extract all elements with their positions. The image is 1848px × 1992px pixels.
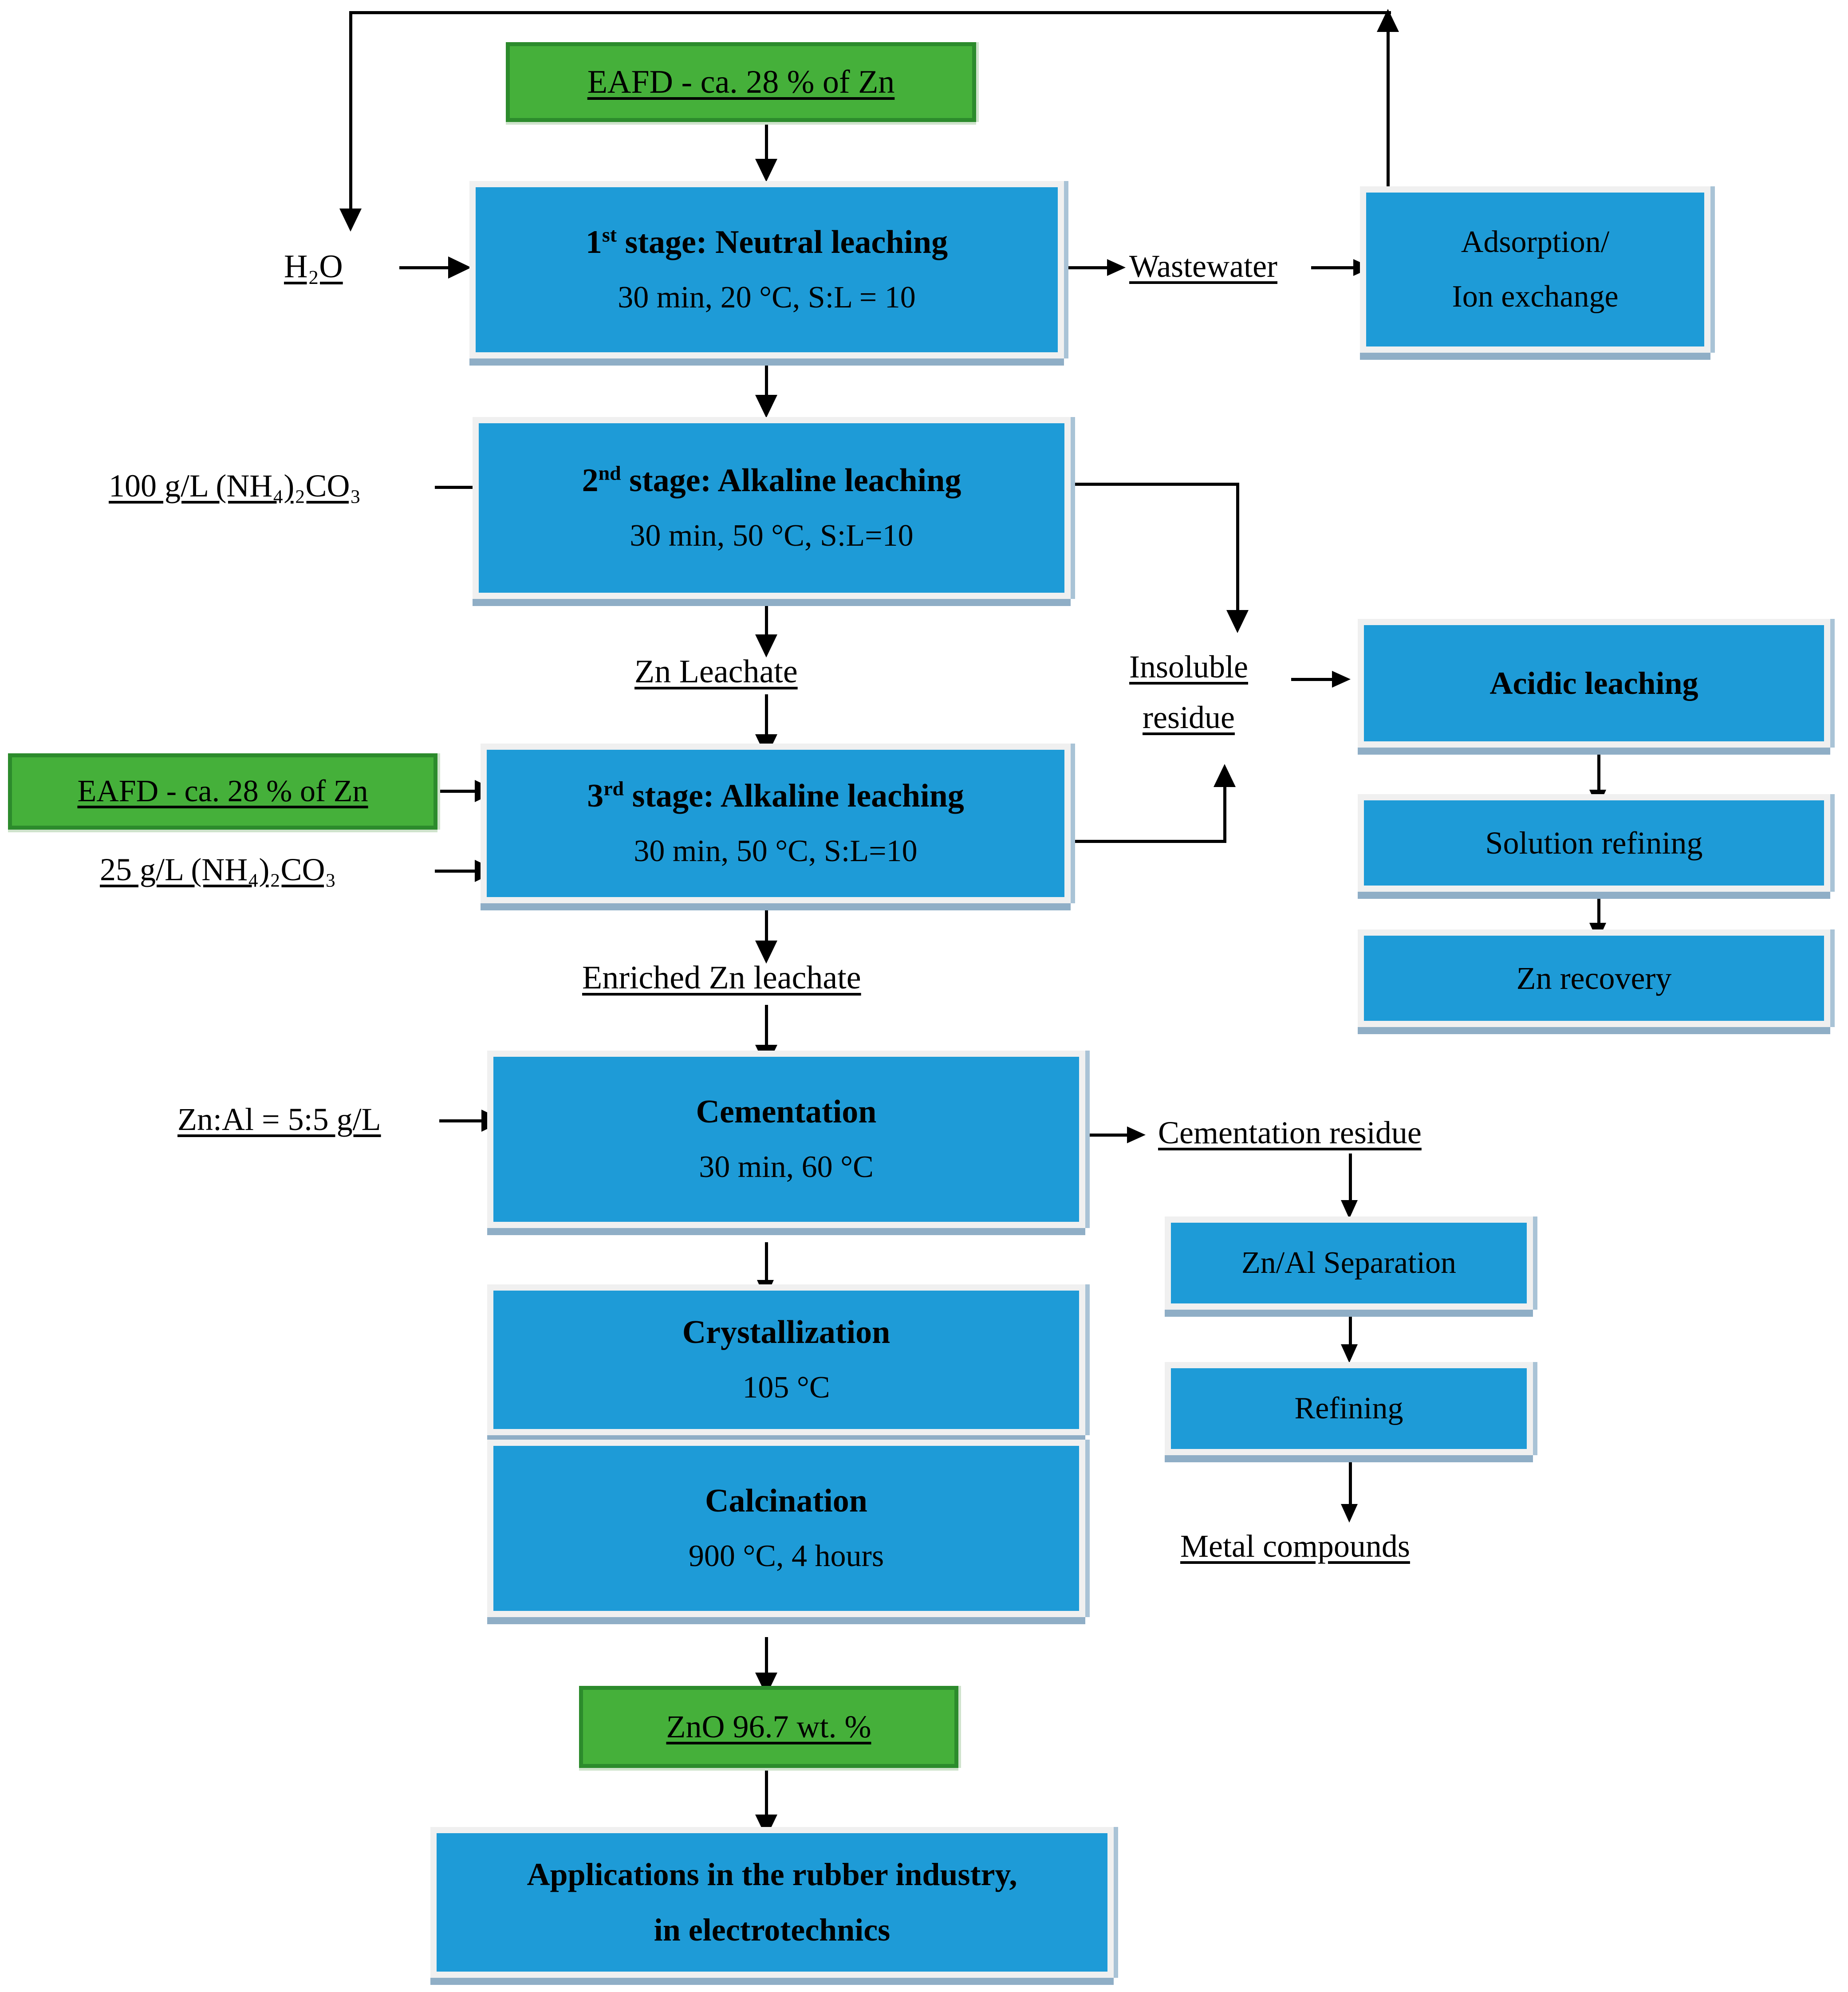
connector-stage2-to-znleachate <box>765 597 768 641</box>
arrowhead-znalsep-to-refining <box>1341 1344 1358 1363</box>
arrowhead-stage1-to-wastewater <box>1107 259 1126 276</box>
label-wastewater: Wastewater <box>1129 248 1278 284</box>
stage3-conditions: 30 min, 50 °C, S:L=10 <box>634 834 918 869</box>
label-zn-al-ratio: Zn:Al = 5:5 g/L <box>177 1102 381 1137</box>
connector-znal-to-cementation <box>439 1119 488 1122</box>
connector-cementation-to-residue <box>1085 1134 1134 1137</box>
connector-stage1-to-stage2 <box>765 357 768 399</box>
label-h2o: H₂O <box>284 248 343 285</box>
arrowhead-insoluble-to-acidic <box>1332 671 1351 688</box>
node-stage3[interactable]: 3rd stage: Alkaline leaching 30 min, 50 … <box>481 744 1071 903</box>
stage3-title: 3rd stage: Alkaline leaching <box>587 777 964 815</box>
cementation-title: Cementation <box>696 1094 877 1130</box>
node-stage2[interactable]: 2nd stage: Alkaline leaching 30 min, 50 … <box>473 417 1071 599</box>
node-calcination[interactable]: Calcination 900 °C, 4 hours <box>487 1440 1085 1617</box>
connector-recycle-vertical-right <box>1387 13 1390 186</box>
zn-recovery-label: Zn recovery <box>1516 960 1672 996</box>
arrowhead-stage2-to-znleachate <box>755 634 777 657</box>
calcination-conditions: 900 °C, 4 hours <box>688 1539 884 1574</box>
connector-acidic-to-refining <box>1597 754 1600 794</box>
connector-zno-to-applications <box>765 1770 768 1819</box>
crystallization-conditions: 105 °C <box>742 1370 830 1405</box>
connector-ac25-to-stage3 <box>435 870 481 873</box>
connector-stage2-to-insoluble-h <box>1071 483 1239 486</box>
arrowhead-stage2-to-insoluble <box>1226 610 1249 633</box>
connector-eafdmid-to-stage3 <box>435 790 481 793</box>
connector-refining-to-metalcompounds <box>1349 1455 1352 1508</box>
label-enriched-zn-leachate: Enriched Zn leachate <box>582 960 861 996</box>
node-zn-al-separation[interactable]: Zn/Al Separation <box>1165 1216 1533 1310</box>
arrowhead-cementation-to-residue <box>1127 1126 1146 1143</box>
arrowhead-stage3-to-insoluble <box>1214 764 1236 787</box>
acidic-leaching-label: Acidic leaching <box>1489 665 1698 701</box>
node-acidic-leaching[interactable]: Acidic leaching <box>1358 619 1830 748</box>
arrowhead-stage1-to-stage2 <box>755 395 777 418</box>
connector-recycle-horizontal-top <box>351 11 1391 14</box>
connector-residue-to-znalsep <box>1349 1153 1352 1205</box>
zno-product-label: ZnO 96.7 wt. % <box>666 1709 871 1744</box>
label-insoluble-residue: Insoluble residue <box>1129 649 1248 735</box>
stage2-conditions: 30 min, 50 °C, S:L=10 <box>630 519 914 553</box>
arrowhead-stage3-to-enriched <box>755 941 777 964</box>
node-solution-refining[interactable]: Solution refining <box>1358 794 1830 892</box>
node-crystallization[interactable]: Crystallization 105 °C <box>487 1284 1085 1435</box>
connector-stage3-to-enriched <box>765 903 768 947</box>
connector-stage3-to-insoluble-v <box>1223 785 1226 843</box>
connector-znalsep-to-refining <box>1349 1307 1352 1349</box>
connector-wastewater-to-adsorption <box>1311 266 1360 269</box>
solution-refining-label: Solution refining <box>1485 825 1703 861</box>
connector-h2o-to-stage1 <box>399 266 457 269</box>
connector-ac100-to-stage2 <box>435 486 484 489</box>
arrowhead-h2o-to-stage1 <box>448 256 471 279</box>
label-cementation-residue: Cementation residue <box>1158 1115 1422 1150</box>
crystallization-title: Crystallization <box>682 1314 891 1351</box>
connector-cementation-to-crystallization <box>765 1242 768 1284</box>
zn-al-separation-label: Zn/Al Separation <box>1241 1245 1457 1280</box>
eafd-mid-label: EAFD - ca. 28 % of Zn <box>77 774 368 808</box>
connector-calcination-to-zno <box>765 1637 768 1677</box>
adsorption-line1: Adsorption/ <box>1461 225 1610 259</box>
node-refining[interactable]: Refining <box>1165 1362 1533 1455</box>
connector-recycle-vertical-left <box>349 11 352 213</box>
cementation-conditions: 30 min, 60 °C <box>699 1150 874 1185</box>
arrowhead-refining-to-metalcompounds <box>1341 1504 1358 1523</box>
node-eafd-top[interactable]: EAFD - ca. 28 % of Zn <box>506 42 976 122</box>
connector-insoluble-to-acidic <box>1291 678 1338 681</box>
label-metal-compounds: Metal compounds <box>1180 1528 1410 1564</box>
adsorption-line2: Ion exchange <box>1452 279 1619 314</box>
stage1-conditions: 30 min, 20 °C, S:L = 10 <box>618 280 916 315</box>
connector-stage1-to-wastewater <box>1065 266 1114 269</box>
node-zn-recovery[interactable]: Zn recovery <box>1358 929 1830 1027</box>
connector-stage2-to-insoluble-v <box>1236 483 1239 614</box>
applications-line1: Applications in the rubber industry, <box>527 1857 1017 1893</box>
label-ammonium-carbonate-100: 100 g/L (NH₄)₂CO₃ <box>109 468 361 504</box>
connector-znleachate-to-stage3 <box>765 694 768 741</box>
label-ammonium-carbonate-25: 25 g/L (NH₄)₂CO₃ <box>100 852 336 887</box>
node-adsorption[interactable]: Adsorption/ Ion exchange <box>1360 186 1710 353</box>
node-applications[interactable]: Applications in the rubber industry, in … <box>430 1827 1114 1978</box>
applications-line2: in electrotechnics <box>654 1912 891 1948</box>
stage1-title: 1st stage: Neutral leaching <box>585 223 948 261</box>
refining-label: Refining <box>1294 1391 1403 1425</box>
calcination-title: Calcination <box>705 1483 867 1520</box>
node-eafd-mid[interactable]: EAFD - ca. 28 % of Zn <box>8 753 437 830</box>
connector-enriched-to-cementation <box>765 1005 768 1051</box>
eafd-top-label: EAFD - ca. 28 % of Zn <box>587 63 895 100</box>
node-cementation[interactable]: Cementation 30 min, 60 °C <box>487 1051 1085 1228</box>
arrowhead-eafd-to-stage1 <box>755 159 777 182</box>
connector-stage3-to-insoluble-h <box>1071 840 1226 843</box>
connector-eafd-to-stage1 <box>765 123 768 163</box>
stage2-title: 2nd stage: Alkaline leaching <box>582 461 961 499</box>
arrowhead-residue-to-znalsep <box>1341 1200 1358 1219</box>
connector-refining-to-znrecovery <box>1597 887 1600 927</box>
arrowhead-recycle-down <box>339 209 362 232</box>
node-stage1[interactable]: 1st stage: Neutral leaching 30 min, 20 °… <box>469 181 1064 358</box>
label-zn-leachate: Zn Leachate <box>634 654 798 690</box>
node-zno-product[interactable]: ZnO 96.7 wt. % <box>579 1686 958 1768</box>
